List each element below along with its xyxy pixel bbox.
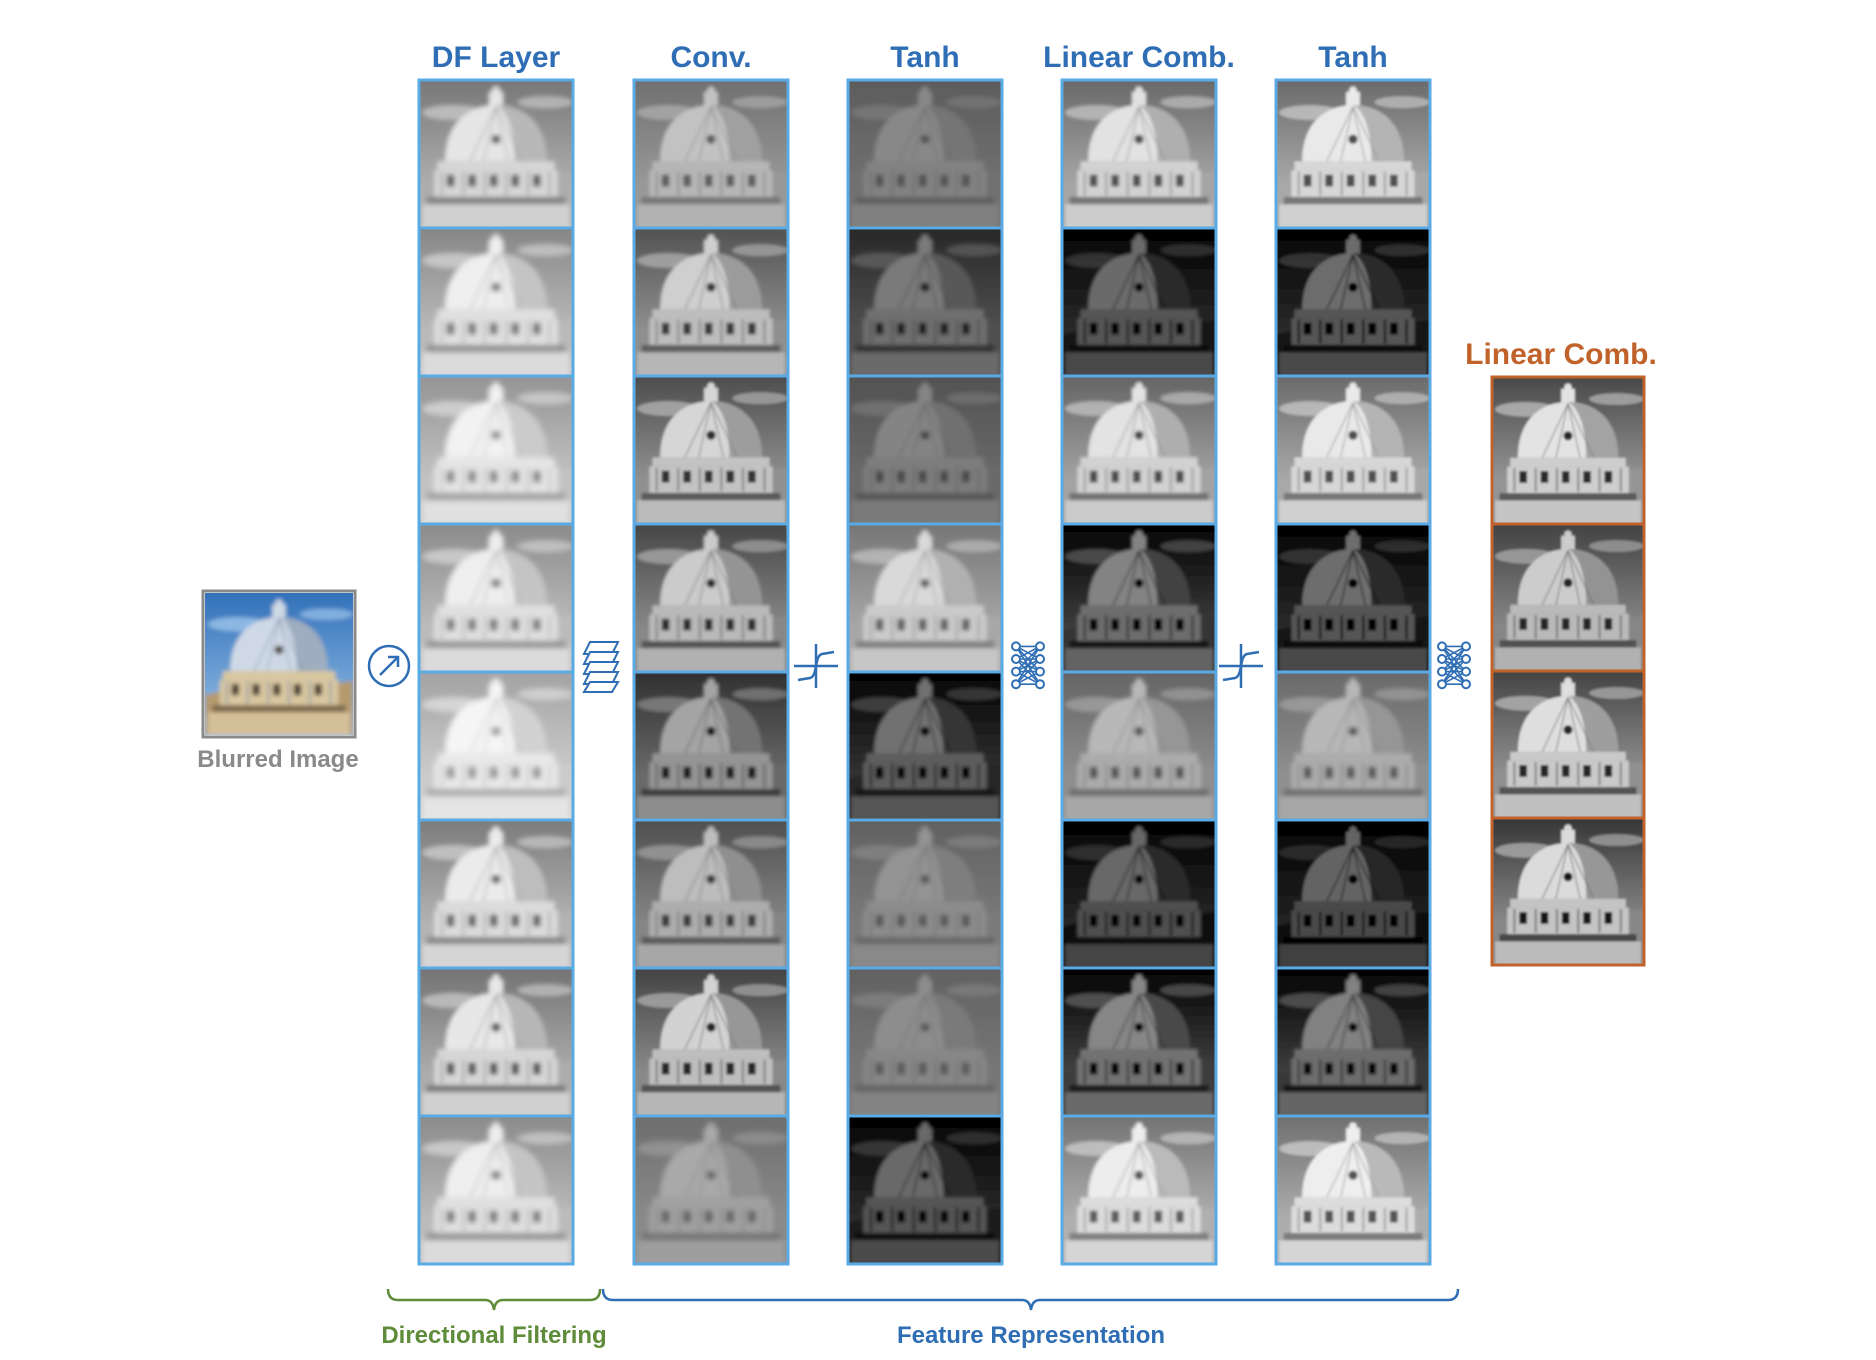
- column-title: Tanh: [890, 41, 959, 74]
- feature-column-5: Tanh: [1274, 41, 1432, 1266]
- feature-map-tile: [632, 374, 790, 526]
- feature-map-tile: [1060, 1114, 1218, 1266]
- feature-map-tile: [1060, 670, 1218, 822]
- linear-combination-icon: [1437, 641, 1471, 690]
- feature-map-tile: [632, 818, 790, 970]
- feature-map-tile: [417, 670, 575, 822]
- feature-map-tile: [1060, 522, 1218, 674]
- feature-map-tile: [1060, 226, 1218, 378]
- tanh-icon: [794, 644, 838, 688]
- directional-filter-icon: [367, 644, 411, 688]
- output-map-tile: [1490, 816, 1646, 967]
- feature-map-tile: [1060, 966, 1218, 1118]
- feature-column-2: Conv.: [632, 41, 790, 1266]
- tanh-icon: [1219, 644, 1263, 688]
- feature-column-1: DF Layer: [417, 41, 575, 1266]
- blurred-image-caption: Blurred Image: [197, 746, 358, 773]
- feature-map-tile: [417, 966, 575, 1118]
- feature-map-tile: [417, 1114, 575, 1266]
- feature-column-4: Linear Comb.: [1043, 41, 1235, 1266]
- feature-columns: DF Layer Conv. Tanh Linear Comb. Tanh: [417, 41, 1432, 1266]
- feature-map-tile: [632, 78, 790, 230]
- directional-filtering-bracket: [386, 1288, 602, 1311]
- feature-map-tile: [1274, 818, 1432, 970]
- feature-map-tile: [1060, 78, 1218, 230]
- feature-map-tile: [417, 226, 575, 378]
- feature-map-tile: [1274, 966, 1432, 1118]
- feature-map-tile: [846, 818, 1004, 970]
- linear-combination-icon: [1011, 641, 1045, 690]
- feature-map-tile: [632, 670, 790, 822]
- feature-map-tile: [417, 78, 575, 230]
- output-map-tile: [1490, 375, 1646, 526]
- feature-map-tile: [846, 1114, 1004, 1266]
- feature-map-tile: [846, 226, 1004, 378]
- feature-representation-bracket: [601, 1288, 1460, 1311]
- feature-column-3: Tanh: [846, 41, 1004, 1266]
- feature-map-tile: [846, 966, 1004, 1118]
- conv-stack-icon: [582, 641, 620, 693]
- feature-map-tile: [1274, 522, 1432, 674]
- feature-map-tile: [1274, 670, 1432, 822]
- feature-map-tile: [417, 522, 575, 674]
- feature-map-tile: [1274, 374, 1432, 526]
- column-title: Linear Comb.: [1043, 41, 1235, 74]
- feature-map-tile: [632, 966, 790, 1118]
- feature-map-tile: [1274, 226, 1432, 378]
- feature-map-tile: [1060, 818, 1218, 970]
- feature-map-tile: [846, 374, 1004, 526]
- feature-map-tile: [1274, 1114, 1432, 1266]
- feature-map-tile: [632, 1114, 790, 1266]
- blurred-input-image: [201, 589, 357, 739]
- column-title: Tanh: [1318, 41, 1387, 74]
- column-title: Conv.: [670, 41, 751, 74]
- feature-representation-label: Feature Representation: [897, 1322, 1165, 1349]
- feature-map-tile: [417, 818, 575, 970]
- feature-map-tile: [846, 670, 1004, 822]
- feature-map-tile: [632, 522, 790, 674]
- column-title: DF Layer: [432, 41, 561, 74]
- output-column-title: Linear Comb.: [1465, 338, 1657, 371]
- output-column: [1490, 375, 1646, 967]
- feature-map-tile: [1060, 374, 1218, 526]
- feature-map-tile: [846, 522, 1004, 674]
- feature-map-tile: [417, 374, 575, 526]
- directional-filtering-label: Directional Filtering: [381, 1322, 606, 1349]
- output-map-tile: [1490, 669, 1646, 820]
- feature-map-tile: [846, 78, 1004, 230]
- feature-map-tile: [632, 226, 790, 378]
- feature-map-tile: [1274, 78, 1432, 230]
- output-map-tile: [1490, 522, 1646, 673]
